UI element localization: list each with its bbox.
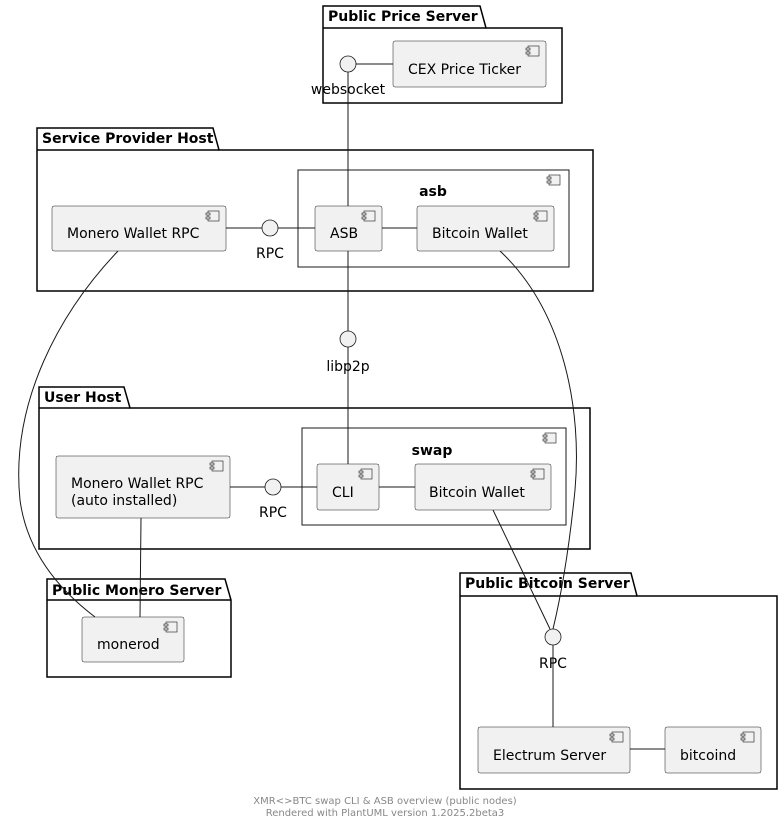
component-sp-monero-wallet-rpc: Monero Wallet RPC <box>51 205 227 252</box>
component-icon <box>525 45 540 57</box>
interface-label-websocket: websocket <box>311 82 386 98</box>
component-sp-bitcoin-wallet: Bitcoin Wallet <box>416 205 555 252</box>
component-label-user-bitcoin-wallet: Bitcoin Wallet <box>429 485 525 501</box>
component-label-bitcoind: bitcoind <box>680 748 736 764</box>
component-bitcoind: bitcoind <box>664 726 762 774</box>
package-title-user-host: User Host <box>44 390 122 406</box>
component-label-monerod: monerod <box>97 637 160 653</box>
component-icon <box>209 460 224 472</box>
link-sp-monero-rpc-monerod <box>18 250 119 618</box>
interface-label-sp-rpc: RPC <box>256 246 284 262</box>
link-sp-bitcoin-wallet-btc-rpc <box>499 250 577 630</box>
interface-label-libp2p: libp2p <box>326 359 369 375</box>
component-icon <box>358 468 373 480</box>
component-icon <box>361 210 376 222</box>
component-label-asb: ASB <box>330 226 358 242</box>
component-user-bitcoin-wallet: Bitcoin Wallet <box>414 463 552 511</box>
package-title-monero-server: Public Monero Server <box>52 583 222 599</box>
component-monerod: monerod <box>81 616 185 663</box>
component-icon <box>163 621 178 633</box>
package-title-bitcoin-server: Public Bitcoin Server <box>465 576 630 592</box>
interface-label-user-rpc: RPC <box>259 505 287 521</box>
interface-user-rpc: RPC <box>259 478 287 521</box>
interface-sp-rpc: RPC <box>256 219 284 262</box>
component-icon <box>546 174 561 186</box>
interface-libp2p: libp2p <box>326 330 370 375</box>
component-icon <box>542 432 557 444</box>
interface-btc-rpc: RPC <box>539 628 567 672</box>
component-electrum-server: Electrum Server <box>477 726 631 774</box>
component-label-user-monero-rpc-line2: (auto installed) <box>71 493 177 509</box>
component-icon <box>530 468 545 480</box>
interface-label-btc-rpc: RPC <box>539 656 567 672</box>
component-label-sp-monero-rpc: Monero Wallet RPC <box>67 226 200 242</box>
group-title-asb: asb <box>419 184 447 200</box>
component-cli: CLI <box>316 463 380 511</box>
component-user-monero-wallet-rpc: Monero Wallet RPC (auto installed) <box>55 455 231 519</box>
component-cex-price-ticker: CEX Price Ticker <box>392 40 547 88</box>
diagram-caption: XMR<>BTC swap CLI & ASB overview (public… <box>253 796 516 807</box>
component-label-sp-bitcoin-wallet: Bitcoin Wallet <box>432 226 528 242</box>
link-user-monero-rpc-monerod <box>139 517 142 618</box>
component-icon <box>533 210 548 222</box>
component-label-cex-ticker: CEX Price Ticker <box>408 62 521 78</box>
component-asb: ASB <box>314 205 383 252</box>
component-label-user-monero-rpc-line1: Monero Wallet RPC <box>71 476 204 492</box>
package-title-price-server: Public Price Server <box>328 9 478 25</box>
component-icon <box>205 210 220 222</box>
component-icon <box>609 731 624 743</box>
component-icon <box>740 731 755 743</box>
link-user-bitcoin-wallet-btc-rpc <box>492 509 551 630</box>
component-label-electrum: Electrum Server <box>493 748 606 764</box>
component-label-cli: CLI <box>332 485 354 501</box>
package-title-service-provider: Service Provider Host <box>42 131 214 147</box>
group-title-swap: swap <box>412 443 453 459</box>
interface-websocket: websocket <box>311 55 386 98</box>
render-credit: Rendered with PlantUML version 1.2025.2b… <box>266 808 505 819</box>
connections <box>18 63 665 750</box>
